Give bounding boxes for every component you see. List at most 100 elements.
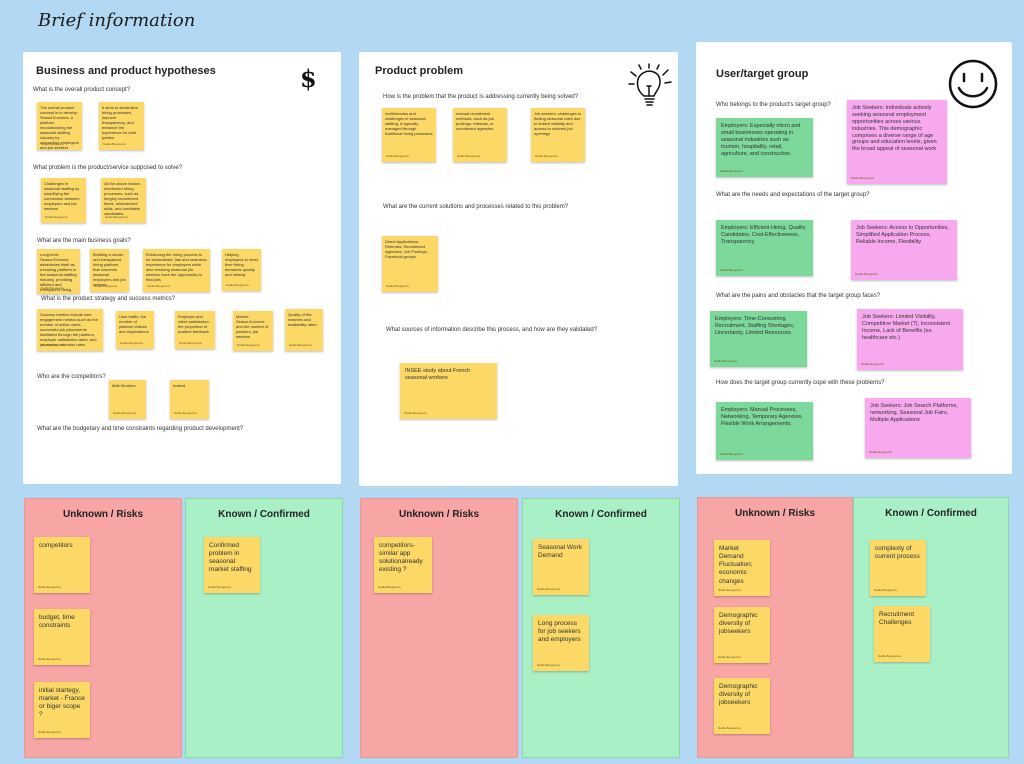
panel-title: User/target group [716,68,809,80]
smiley-face-icon [948,59,998,109]
sticky-note[interactable]: Enhancing the hiring process to be strea… [143,249,210,292]
note-author: Nadia Bouguerra [113,411,136,416]
sticky-note[interactable]: Success metrics include user engagement … [37,309,103,351]
question: What is the product strategy and success… [41,296,176,302]
note-author: Nadia Bouguerra [289,343,312,348]
sticky-note[interactable]: Quality of the matches and availability … [285,309,323,351]
sticky-note[interactable]: Long-term: SeasonConnect establishes its… [37,249,80,294]
note-author: Nadia Bouguerra [718,588,741,593]
note-author: Nadia Bouguerra [94,284,117,289]
note-author: Nadia Bouguerra [226,283,249,288]
question: What are the main business goals? [37,238,131,244]
note-author: Nadia Bouguerra [41,142,64,147]
question: What sources of information describe thi… [386,327,598,333]
note-author: Nadia Bouguerra [38,657,61,662]
sticky-note[interactable]: Building a robust and transparent hiring… [90,249,129,292]
sticky-note[interactable]: Employers: Time-Consuming Recruitment, S… [710,311,807,367]
sticky-note[interactable]: Employer and client satisfaction: the pr… [175,311,215,349]
note-author: Nadia Bouguerra [869,450,892,455]
note-author: Nadia Bouguerra [208,585,231,590]
note-author: Nadia Bouguerra [537,587,560,592]
sticky-note[interactable]: Long process for job seekers and employe… [533,615,589,671]
sticky-note[interactable]: manual recruitment methods, such as job … [453,108,507,162]
sticky-note[interactable]: Job Seekers: Individuals actively seekin… [847,100,947,184]
sticky-note[interactable]: Job seekers: challenges in finding seaso… [531,108,585,162]
sticky-note[interactable]: Direct Applications, Referrals, Recruitm… [382,236,438,292]
note-author: Nadia Bouguerra [237,343,260,348]
question: What are the budgetary and time constrai… [37,426,244,432]
sticky-note[interactable]: Job Seekers: Job Search Platforms, netwo… [865,398,971,458]
note-author: Nadia Bouguerra [378,585,401,590]
column-title: Unknown / Risks [62,509,143,520]
board-title: Brief information [38,10,196,31]
panel-title: Product problem [375,65,464,77]
lightbulb-icon [628,63,672,106]
sticky-note[interactable]: Employers: Efficient Hiring, Quality Can… [716,220,813,276]
unknown-risks-column: Unknown / Risks Market Demand Fluctuatio… [697,497,853,758]
sticky-note[interactable]: Market Demand Fluctuation; economic chan… [714,540,770,596]
sticky-note[interactable]: Market: SeasonConnect and the number of … [233,311,273,351]
sticky-note[interactable]: Challenges in seasonal staffing by simpl… [41,178,86,223]
unknown-risks-column: Unknown / Risks competitors- similar app… [360,498,518,758]
note-author: Nadia Bouguerra [537,663,560,668]
note-author: Nadia Bouguerra [457,154,480,159]
note-author: Nadia Bouguerra [720,169,743,174]
note-author: Nadia Bouguerra [535,154,558,159]
note-author: Nadia Bouguerra [147,284,170,289]
sticky-note[interactable]: Inefficiencies and challenges in seasona… [382,108,436,162]
sticky-note[interactable]: The overall product concept is to develo… [37,102,82,150]
note-author: Nadia Bouguerra [714,359,737,364]
sticky-note[interactable]: INSEE study about French seasonal worker… [400,363,497,419]
question: Who belongs to the product's target grou… [716,102,831,108]
sticky-note[interactable]: Confirmed problem in seasonal market sta… [204,537,260,593]
sticky-note[interactable]: Employers: Manual Processes, Networking,… [716,402,813,460]
note-author: Nadia Bouguerra [874,588,897,593]
note-author: Nadia Bouguerra [45,215,68,220]
note-author: Nadia Bouguerra [174,411,197,416]
user-target-group-panel: User/target group Who belongs to the pro… [696,42,1012,474]
note-author: Nadia Bouguerra [878,654,901,659]
note-author: Nadia Bouguerra [718,655,741,660]
note-author: Nadia Bouguerra [103,142,126,147]
question: Who are the competitors? [37,374,106,380]
note-author: Nadia Bouguerra [386,284,409,289]
note-author: Nadia Bouguerra [720,452,743,457]
dollar-sign-icon: $ [300,64,317,93]
note-author: Nadia Bouguerra [179,341,202,346]
product-problem-panel: Product problem How is the problem that … [359,52,678,486]
note-author: Nadia Bouguerra [718,726,741,731]
question: What are the pains and obstacles that th… [716,293,881,299]
sticky-note[interactable]: Employers: Especially micro and small bu… [716,118,813,177]
column-title: Unknown / Risks [734,508,815,519]
note-author: Nadia Bouguerra [404,411,427,416]
sticky-note[interactable]: All the above factors mentioned hiring p… [101,178,146,223]
sticky-note[interactable]: Job Seekers: Limited Visibility, Competi… [857,309,963,370]
note-author: Nadia Bouguerra [41,343,64,348]
sticky-note[interactable]: Helping employers to meet their hiring d… [222,249,261,291]
sticky-note[interactable]: User traffic: the number of platform vis… [116,311,154,349]
note-author: Nadia Bouguerra [38,730,61,735]
sticky-note[interactable]: competitors- similar app solutionalready… [374,537,432,593]
question: How is the problem that the product is a… [383,94,579,100]
panel-title: Business and product hypotheses [36,65,216,77]
column-title: Known / Confirmed [218,509,310,520]
note-author: Nadia Bouguerra [41,286,64,291]
question: How does the target group currently cope… [716,380,885,386]
sticky-note[interactable]: It aims to streamline hiring processes, … [99,102,144,150]
note-author: Nadia Bouguerra [120,341,143,346]
column-title: Unknown / Risks [398,509,479,520]
known-confirmed-column: Known / Confirmed complexty of current p… [853,497,1009,758]
sticky-note[interactable]: initial startegy, market - France or big… [34,682,90,738]
sticky-note[interactable]: Job Seekers: Access to Opportunities, Si… [851,220,957,280]
